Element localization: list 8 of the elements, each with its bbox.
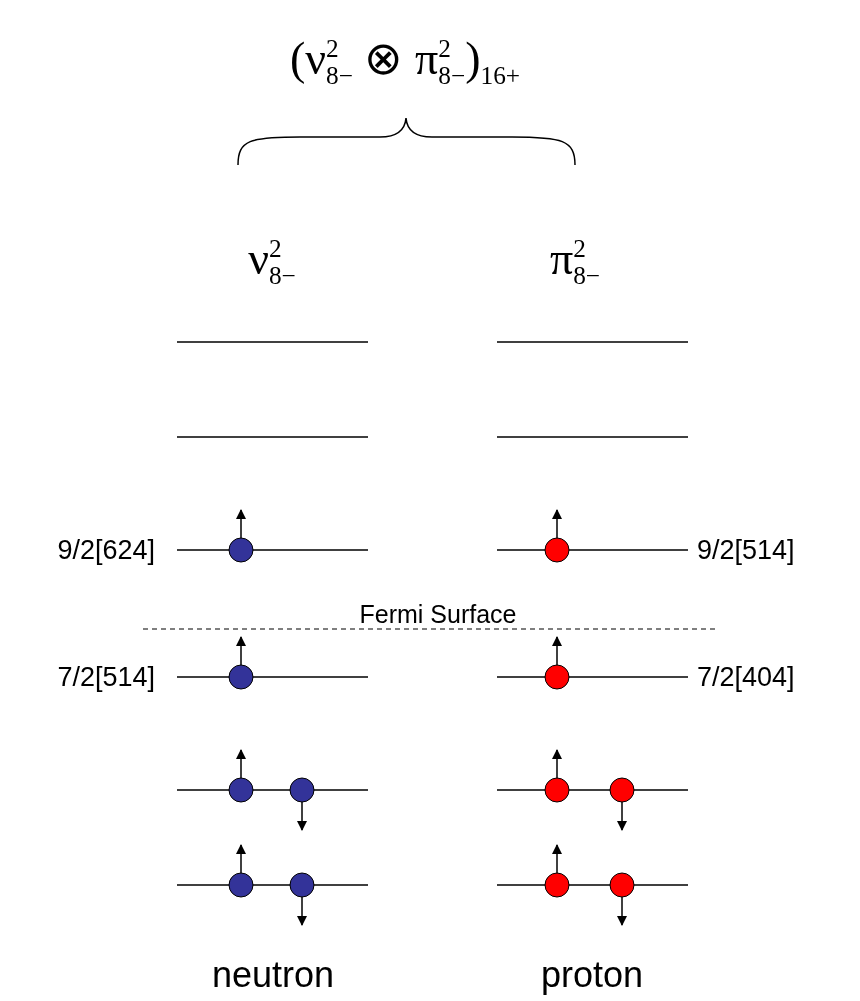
- particle-label: neutron: [211, 957, 335, 993]
- level-label: 9/2[624]: [57, 536, 155, 564]
- level-label: 9/2[514]: [697, 536, 795, 564]
- fermi-label: Fermi Surface: [359, 601, 517, 627]
- level-label: 7/2[514]: [57, 663, 155, 691]
- level-label: 7/2[404]: [697, 663, 795, 691]
- coupled-configuration-formula: (ν$^{2}$$_{8−}$ ⊗ π$^{2}$$_{8−}$)$_{16+}$: [289, 35, 521, 89]
- particle-label: proton: [540, 957, 644, 993]
